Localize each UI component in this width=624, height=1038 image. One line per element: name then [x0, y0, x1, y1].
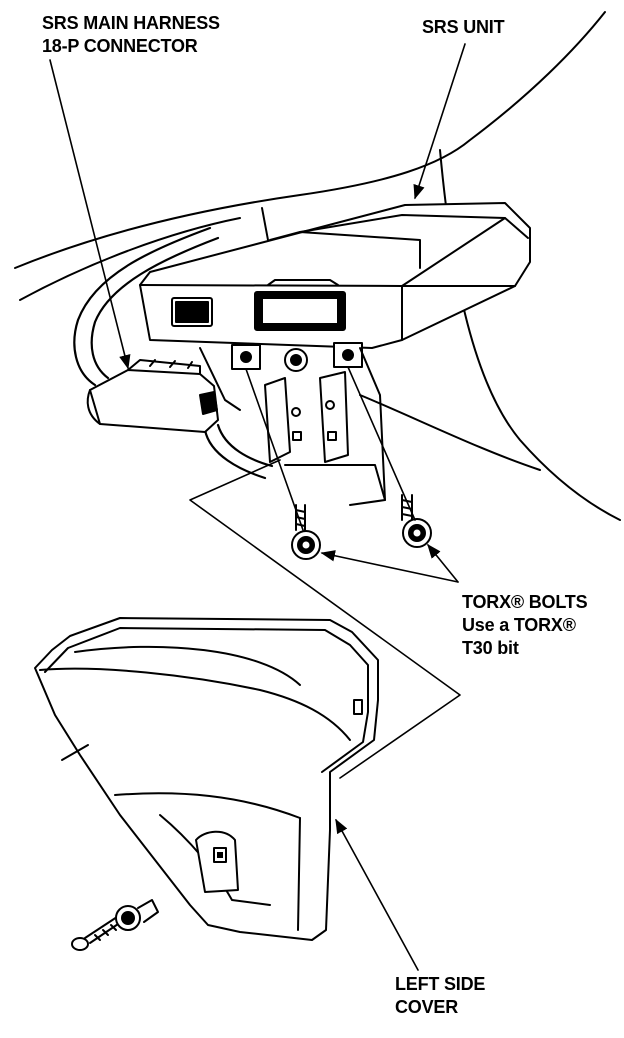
left-side-cover-label: LEFT SIDE COVER — [395, 973, 485, 1019]
cover-label-line-2: COVER — [395, 997, 459, 1017]
torx-bolt-left — [291, 504, 321, 560]
leader-lines — [49, 43, 466, 971]
srs-main-harness-label: SRS MAIN HARNESS 18-P CONNECTOR — [42, 12, 220, 58]
harness-label-line-1: SRS MAIN HARNESS — [42, 13, 220, 33]
torx-bolts-label: TORX® BOLTS Use a TORX® T30 bit — [462, 591, 588, 660]
cover-label-line-1: LEFT SIDE — [395, 974, 486, 994]
torx-bolt-right — [401, 494, 432, 548]
exploded-guide-lines — [189, 366, 461, 779]
srs-unit — [139, 202, 531, 372]
srs-unit-label: SRS UNIT — [422, 16, 505, 39]
srs-harness-connector — [86, 359, 219, 433]
srs-unit-label-text: SRS UNIT — [422, 17, 505, 37]
left-side-cover — [34, 617, 379, 941]
torx-label-line-2: Use a TORX® — [462, 615, 576, 635]
srs-mounting-bracket — [199, 347, 386, 506]
harness-cable — [73, 226, 274, 480]
torx-label-line-3: T30 bit — [462, 638, 519, 658]
harness-label-line-2: 18-P CONNECTOR — [42, 36, 198, 56]
torx-label-line-1: TORX® BOLTS — [462, 592, 588, 612]
cover-clip — [115, 899, 159, 931]
